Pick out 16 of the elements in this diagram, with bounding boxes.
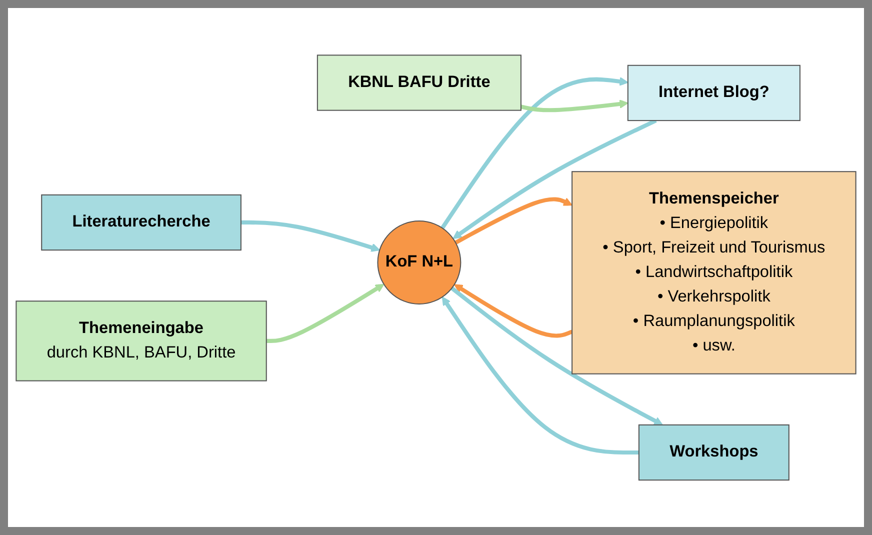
arrow <box>240 220 380 252</box>
arrow <box>452 118 657 239</box>
arrow <box>454 284 573 338</box>
arrow <box>454 197 572 244</box>
arrow <box>442 296 639 454</box>
arrow <box>440 76 628 230</box>
node-box: Themenspeicher • Energiepolitik • Sport, Freizeit und Tourismus • Landwirtschaftpolitik • Verkehrspolitk • Raumplanungspolitik • usw. <box>572 170 856 374</box>
node-box: Workshops <box>638 424 790 480</box>
arrow <box>266 284 384 343</box>
arrow <box>520 99 628 112</box>
node-circle: KoF N+L <box>377 220 462 304</box>
node-box: Internet Blog? <box>627 64 800 121</box>
node-box: Literaturecherche <box>41 194 242 250</box>
node-box: Themeneingabe durch KBNL, BAFU, Dritte <box>16 300 267 382</box>
arrow <box>450 286 663 426</box>
node-box: KBNL BAFU Dritte <box>316 54 522 111</box>
